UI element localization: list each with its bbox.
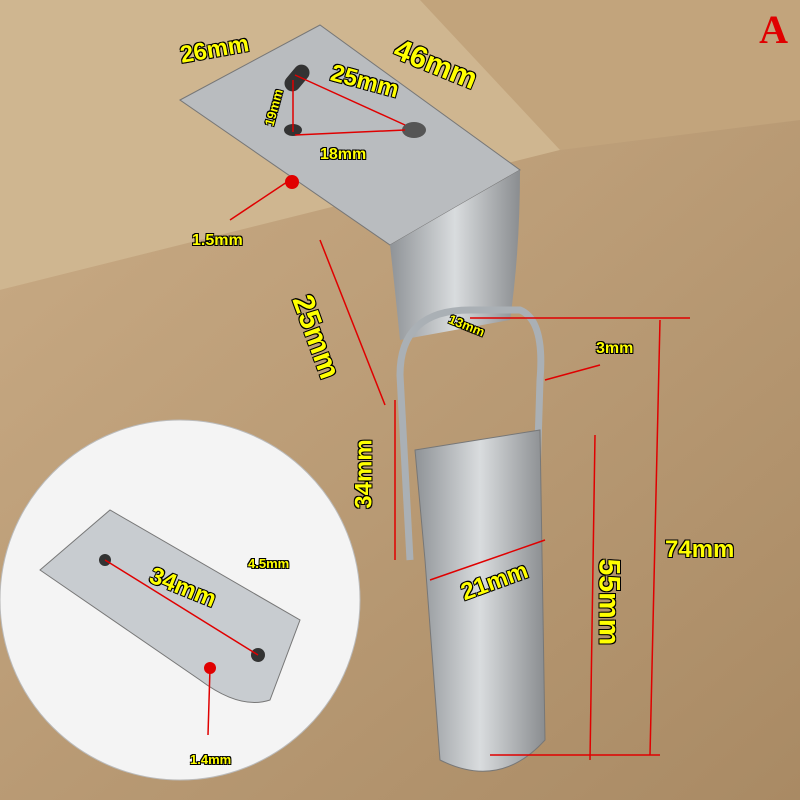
latch-lever <box>414 429 546 772</box>
label-plate-thickness: 1.5mm <box>191 231 243 249</box>
label-wire-diameter: 3mm <box>595 339 634 357</box>
latch-top-plate <box>179 24 521 246</box>
label-inset-hole-diameter: 4.5mm <box>247 555 290 571</box>
dimension-lines <box>229 74 690 761</box>
wire-loop <box>396 306 545 561</box>
variant-badge: A <box>759 7 788 52</box>
label-lever-length: 55mm <box>592 558 626 646</box>
label-inset-thickness: 1.4mm <box>189 751 232 767</box>
inset-detail <box>0 419 361 781</box>
label-hole-spacing: 18mm <box>319 145 367 163</box>
latch-bend <box>390 170 520 340</box>
thickness-marker <box>285 175 299 189</box>
label-total-length: 74mm <box>664 535 735 563</box>
label-loop-height: 34mm <box>350 439 378 510</box>
